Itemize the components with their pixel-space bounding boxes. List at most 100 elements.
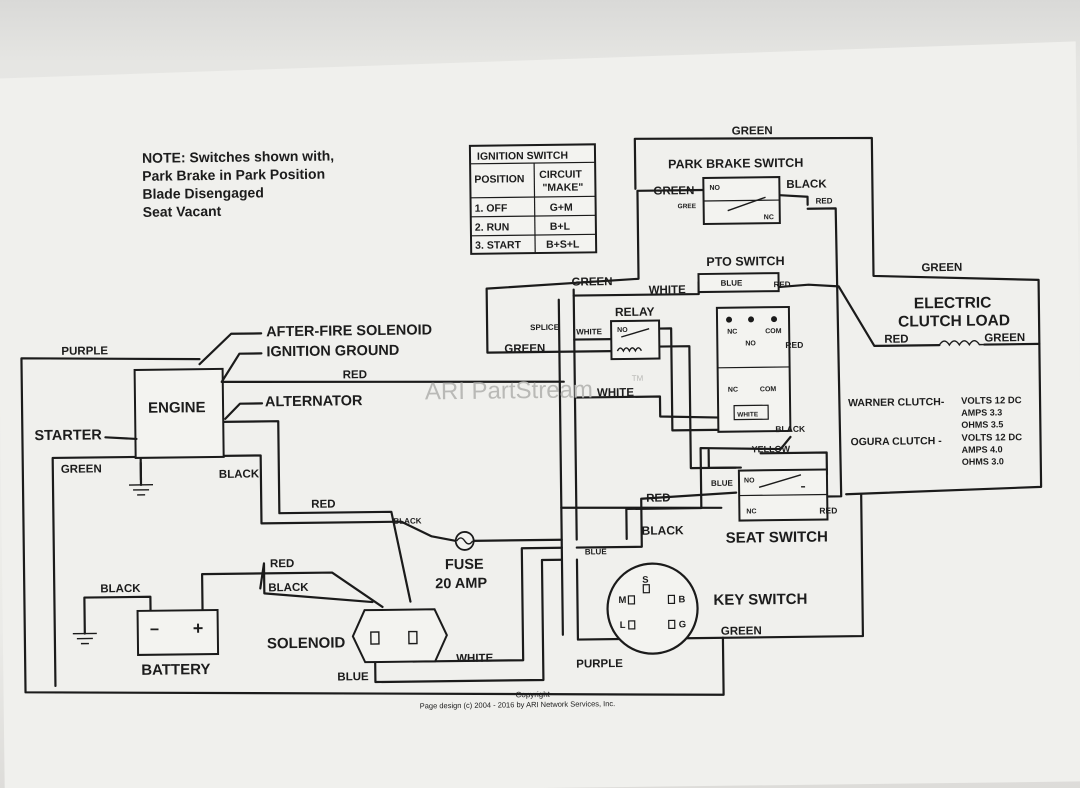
wire-label-purple-key: PURPLE bbox=[576, 658, 623, 671]
table-row1-circuit: G+M bbox=[550, 202, 573, 214]
wire-label-green-clutch-top: GREEN bbox=[921, 262, 962, 274]
table-row2-circuit: B+L bbox=[550, 221, 571, 233]
wire-label-black-solenoid: BLACK bbox=[268, 582, 309, 594]
wire-label-red-seat: RED bbox=[819, 505, 837, 515]
table-col-position: POSITION bbox=[474, 173, 524, 186]
solenoid-component: SOLENOID bbox=[267, 608, 448, 664]
park-brake-switch-component: NO NC PARK BRAKE SWITCH bbox=[668, 156, 803, 225]
park-nc: NC bbox=[764, 214, 774, 221]
park-no: NO bbox=[709, 185, 720, 192]
pto-switch-component: NC COM NO NC COM WHITE PTO SWITCH bbox=[697, 254, 792, 433]
table-row3-circuit: B+S+L bbox=[546, 239, 580, 251]
clutch-label-1: ELECTRIC bbox=[914, 294, 992, 312]
table-title: IGNITION SWITCH bbox=[477, 150, 568, 163]
table-col-make: "MAKE" bbox=[542, 181, 583, 193]
splice-label: SPLICE bbox=[530, 323, 560, 332]
pto-no-mid: NO bbox=[745, 340, 756, 347]
note-line4: Seat Vacant bbox=[143, 203, 222, 220]
wire-label-green-top: GREEN bbox=[732, 125, 773, 137]
wire-label-blue-pto: BLUE bbox=[721, 279, 744, 288]
key-terminal-b: B bbox=[678, 594, 685, 605]
wire-label-green-clutch: GREEN bbox=[984, 332, 1025, 344]
ignition-switch-table: IGNITION SWITCH POSITION CIRCUIT "MAKE" … bbox=[468, 143, 598, 255]
note-block: NOTE: Switches shown with, Park Brake in… bbox=[142, 147, 334, 220]
footer-page-design: Page design (c) 2004 - 2016 by ARI Netwo… bbox=[420, 699, 616, 710]
paper-sheet bbox=[0, 41, 1080, 788]
wire-label-red-pto: RED bbox=[774, 280, 791, 289]
fuse-amp-label: 20 AMP bbox=[435, 576, 487, 593]
wire-label-black-engine: BLACK bbox=[219, 468, 260, 480]
clutch-label-2: CLUTCH LOAD bbox=[898, 312, 1010, 330]
ogura-amps: AMPS 4.0 bbox=[962, 444, 1003, 455]
warner-volts: VOLTS 12 DC bbox=[961, 395, 1022, 407]
table-row2-position: 2. RUN bbox=[475, 221, 510, 233]
wire-label-red-battery: RED bbox=[270, 558, 294, 570]
wire-label-blue-key: BLUE bbox=[585, 547, 608, 556]
alternator-label: ALTERNATOR bbox=[265, 393, 363, 410]
note-line2: Park Brake in Park Position bbox=[142, 166, 325, 184]
wire-label-blue-solenoid: BLUE bbox=[337, 671, 369, 683]
pto-switch-label: PTO SWITCH bbox=[706, 254, 784, 269]
key-terminal-m: M bbox=[618, 595, 626, 606]
wire-label-green-park: GREEN bbox=[653, 185, 694, 197]
ogura-volts: VOLTS 12 DC bbox=[961, 432, 1022, 444]
key-switch-label: KEY SWITCH bbox=[713, 591, 807, 609]
seat-switch-label: SEAT SWITCH bbox=[726, 528, 828, 546]
wire-label-red-fuse: RED bbox=[311, 499, 335, 511]
wire-label-blue-seat: BLUE bbox=[711, 479, 734, 488]
relay-no: NO bbox=[617, 327, 628, 334]
key-terminal-s: S bbox=[642, 575, 648, 586]
wire-labels: GREEN GREEN GREE BLACK RED GREEN GREEN W… bbox=[61, 125, 1026, 683]
wire-label-black-pto: BLACK bbox=[775, 424, 806, 434]
key-terminal-g: G bbox=[679, 619, 687, 630]
wire-label-green-ground: GREEN bbox=[61, 463, 102, 475]
watermark: ARI PartStream bbox=[425, 376, 593, 405]
wire-label-purple-top: PURPLE bbox=[61, 345, 108, 358]
fuse-label: FUSE bbox=[445, 557, 484, 573]
wire-label-black-key: BLACK bbox=[642, 523, 684, 538]
fuse-component: FUSE 20 AMP bbox=[435, 531, 488, 593]
warner-ohms: OHMS 3.5 bbox=[961, 419, 1003, 430]
battery-minus: − bbox=[150, 622, 160, 639]
wire-label-red-mid: RED bbox=[646, 492, 670, 504]
wire-label-black-park: BLACK bbox=[786, 178, 827, 190]
watermark-tm: TM bbox=[632, 374, 644, 383]
electric-clutch-component: ELECTRIC CLUTCH LOAD bbox=[898, 294, 1010, 347]
wire-label-red-pto-side: RED bbox=[785, 340, 803, 350]
wire-label-white-pto: WHITE bbox=[649, 284, 687, 296]
footer-copyright: Copyright bbox=[516, 690, 551, 699]
note-line3: Blade Disengaged bbox=[142, 184, 264, 201]
wire-label-white-mid: WHITE bbox=[597, 387, 635, 399]
wire-label-red-park: RED bbox=[816, 196, 833, 205]
table-row3-position: 3. START bbox=[475, 239, 522, 252]
park-brake-label: PARK BRAKE SWITCH bbox=[668, 156, 803, 172]
warner-amps: AMPS 3.3 bbox=[961, 407, 1002, 418]
pto-com-bot: COM bbox=[760, 386, 777, 393]
battery-label: BATTERY bbox=[141, 661, 210, 679]
after-fire-solenoid-label: AFTER-FIRE SOLENOID bbox=[266, 322, 432, 340]
table-col-circuit: CIRCUIT bbox=[539, 168, 582, 181]
engine-label: ENGINE bbox=[148, 399, 206, 417]
pto-nc-top: NC bbox=[727, 329, 737, 336]
seat-nc: NC bbox=[746, 508, 756, 515]
battery-plus: + bbox=[193, 618, 204, 638]
seat-switch-component: NO NC SEAT SWITCH bbox=[726, 468, 829, 547]
key-terminal-l: L bbox=[620, 620, 626, 631]
wire-label-white-relay: WHITE bbox=[576, 327, 603, 336]
wire-label-red-clutch: RED bbox=[884, 333, 908, 345]
pto-nc-bot: NC bbox=[728, 387, 738, 394]
pto-white-small: WHITE bbox=[737, 411, 759, 418]
wire-label-black-battery: BLACK bbox=[100, 583, 141, 595]
wires bbox=[20, 136, 1043, 696]
wire-label-white-solenoid: WHITE bbox=[456, 653, 494, 665]
wire-label-green-relay: GREEN bbox=[504, 343, 545, 355]
engine-component: ENGINE AFTER-FIRE SOLENOID IGNITION GROU… bbox=[34, 322, 432, 496]
clutch-specs: WARNER CLUTCH- OGURA CLUTCH - VOLTS 12 D… bbox=[848, 395, 1022, 467]
table-row1-position: 1. OFF bbox=[475, 202, 508, 214]
wire-label-green-key: GREEN bbox=[721, 625, 762, 637]
relay-label: RELAY bbox=[615, 305, 655, 319]
wire-label-red-engine: RED bbox=[343, 369, 367, 381]
wire-label-gree-park: GREE bbox=[678, 203, 697, 210]
